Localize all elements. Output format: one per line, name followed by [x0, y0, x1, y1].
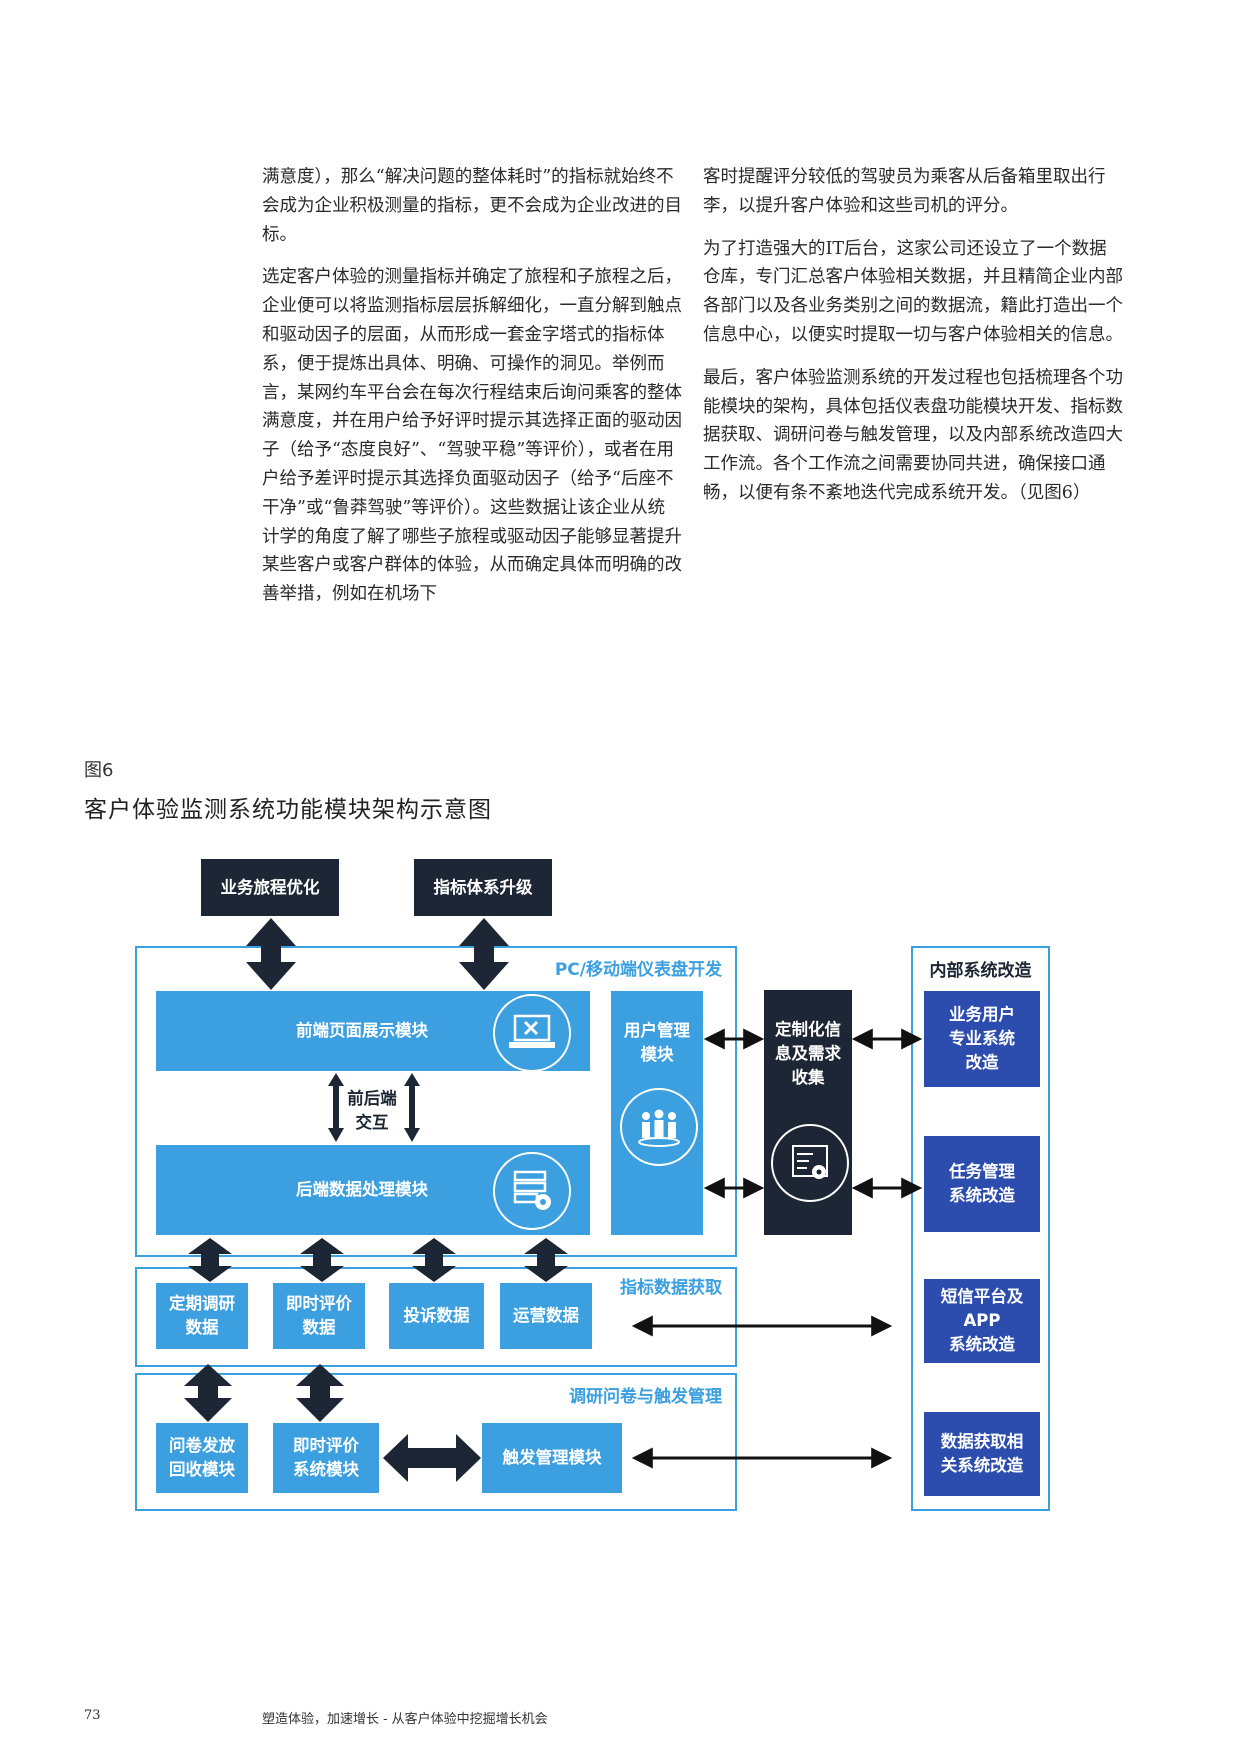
dashboard-frame-title: PC/移动端仪表盘开发: [554, 960, 722, 980]
complaint-data-box: 投诉数据: [389, 1283, 484, 1349]
figure-label: 图6: [84, 760, 114, 781]
paragraph: 客时提醒评分较低的驾驶员为乘客从后备箱里取出行李，以提升客户体验和这些司机的评分…: [703, 167, 1106, 216]
arrow-metric-upgrade: [459, 918, 509, 990]
trigger-management-box: 触发管理模块: [482, 1423, 622, 1493]
arrow-frontend-backend-a: [328, 1073, 344, 1142]
metric-data-frame-title: 指标数据获取: [620, 1278, 722, 1298]
arrow-periodic-questionnaire: [184, 1364, 232, 1422]
periodic-survey-data-box: 定期调研 数据: [156, 1283, 248, 1349]
users-icon: [620, 1088, 698, 1166]
arrow-backend-periodic: [188, 1238, 232, 1282]
arrow-business-journey: [246, 918, 296, 990]
right-text-column: 客时提醒评分较低的驾驶员为乘客从后备箱里取出行李，以提升客户体验和这些司机的评分…: [703, 163, 1123, 522]
metric-upgrade-box: 指标体系升级: [414, 859, 552, 916]
internal-frame: [911, 946, 1050, 1511]
left-text-column: 满意度），那么“解决问题的整体耗时”的指标就始终不会成为企业积极测量的指标，更不…: [262, 163, 682, 623]
survey-frame-title: 调研问卷与触发管理: [569, 1387, 722, 1407]
data-gear-icon: [771, 1124, 849, 1202]
instant-evaluation-data-box: 即时评价 数据: [273, 1283, 365, 1349]
questionnaire-module-box: 问卷发放 回收模块: [156, 1423, 248, 1493]
operations-data-box: 运营数据: [500, 1283, 592, 1349]
business-journey-box: 业务旅程优化: [201, 859, 339, 916]
paragraph: 最后，客户体验监测系统的开发过程也包括梳理各个功能模块的架构，具体包括仪表盘功能…: [703, 367, 1123, 503]
internal-frame-title: 内部系统改造: [929, 961, 1032, 981]
task-management-system-box: 任务管理 系统改造: [924, 1136, 1040, 1232]
sms-app-system-box: 短信平台及 APP 系统改造: [924, 1279, 1040, 1363]
paragraph: 为了打造强大的IT后台，这家公司还设立了一个数据仓库，专门汇总客户体验相关数据，…: [703, 238, 1123, 345]
frontend-backend-interaction-label: 前后端 交互: [347, 1089, 397, 1132]
arrow-backend-instant: [300, 1238, 344, 1282]
laptop-icon: [493, 994, 571, 1072]
server-gear-icon: [493, 1152, 571, 1230]
arrow-instant-trigger: [383, 1434, 481, 1482]
arrow-backend-complaint: [412, 1238, 456, 1282]
business-user-system-box: 业务用户 专业系统 改造: [924, 991, 1040, 1087]
paragraph: 选定客户体验的测量指标并确定了旅程和子旅程之后，企业便可以将监测指标层层拆解细化…: [262, 267, 682, 605]
arrow-instant-system: [296, 1364, 344, 1422]
survey-frame: [135, 1373, 737, 1511]
arrow-backend-operations: [524, 1238, 568, 1282]
data-fetch-system-box: 数据获取相 关系统改造: [924, 1412, 1040, 1496]
paragraph: 满意度），那么“解决问题的整体耗时”的指标就始终不会成为企业积极测量的指标，更不…: [262, 167, 682, 245]
footer-text: 塑造体验，加速增长 - 从客户体验中挖掘增长机会: [262, 1712, 548, 1727]
page-number: 73: [84, 1708, 101, 1723]
arrow-frontend-backend-b: [404, 1073, 420, 1142]
instant-evaluation-system-box: 即时评价 系统模块: [273, 1423, 379, 1493]
figure-title: 客户体验监测系统功能模块架构示意图: [84, 797, 492, 823]
